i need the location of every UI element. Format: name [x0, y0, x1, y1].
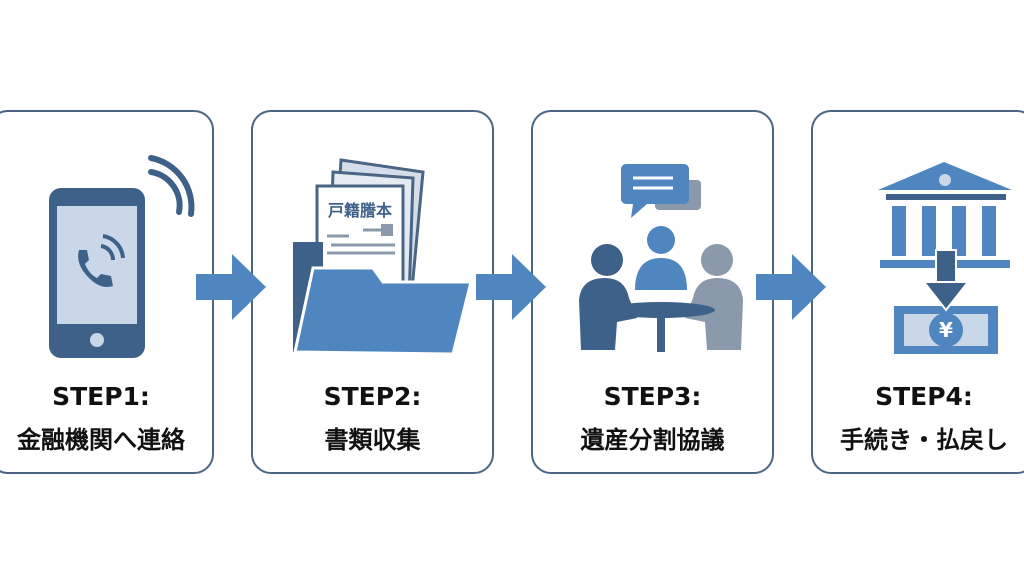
smartphone-call-icon: [0, 150, 212, 360]
yen-symbol: ¥: [939, 318, 953, 342]
step3-title: STEP3:: [603, 382, 702, 411]
document-folder-icon: 戸籍謄本: [253, 150, 492, 360]
arrow-right-icon: [756, 254, 826, 320]
step1-label: 金融機関へ連絡: [17, 426, 185, 454]
step3-card: STEP3: 遺産分割協議: [531, 110, 774, 474]
step2-label: 書類収集: [324, 426, 421, 454]
step2-title: STEP2:: [323, 382, 422, 411]
arrow-right-icon: [476, 254, 546, 320]
meeting-icon: [533, 150, 772, 360]
step1-card: STEP1: 金融機関へ連絡: [0, 110, 214, 474]
doc-title: 戸籍謄本: [327, 201, 391, 220]
step1-title: STEP1:: [52, 382, 150, 411]
step4-card: ¥ STEP4: 手続き・払戻し: [811, 110, 1024, 474]
step4-label: 手続き・払戻し: [840, 426, 1008, 454]
step3-label: 遺産分割協議: [580, 426, 725, 454]
bank-withdrawal-icon: ¥: [813, 150, 1024, 360]
step4-title: STEP4:: [875, 382, 973, 411]
step2-card: 戸籍謄本 STEP2: 書類収集: [251, 110, 494, 474]
arrow-right-icon: [196, 254, 266, 320]
